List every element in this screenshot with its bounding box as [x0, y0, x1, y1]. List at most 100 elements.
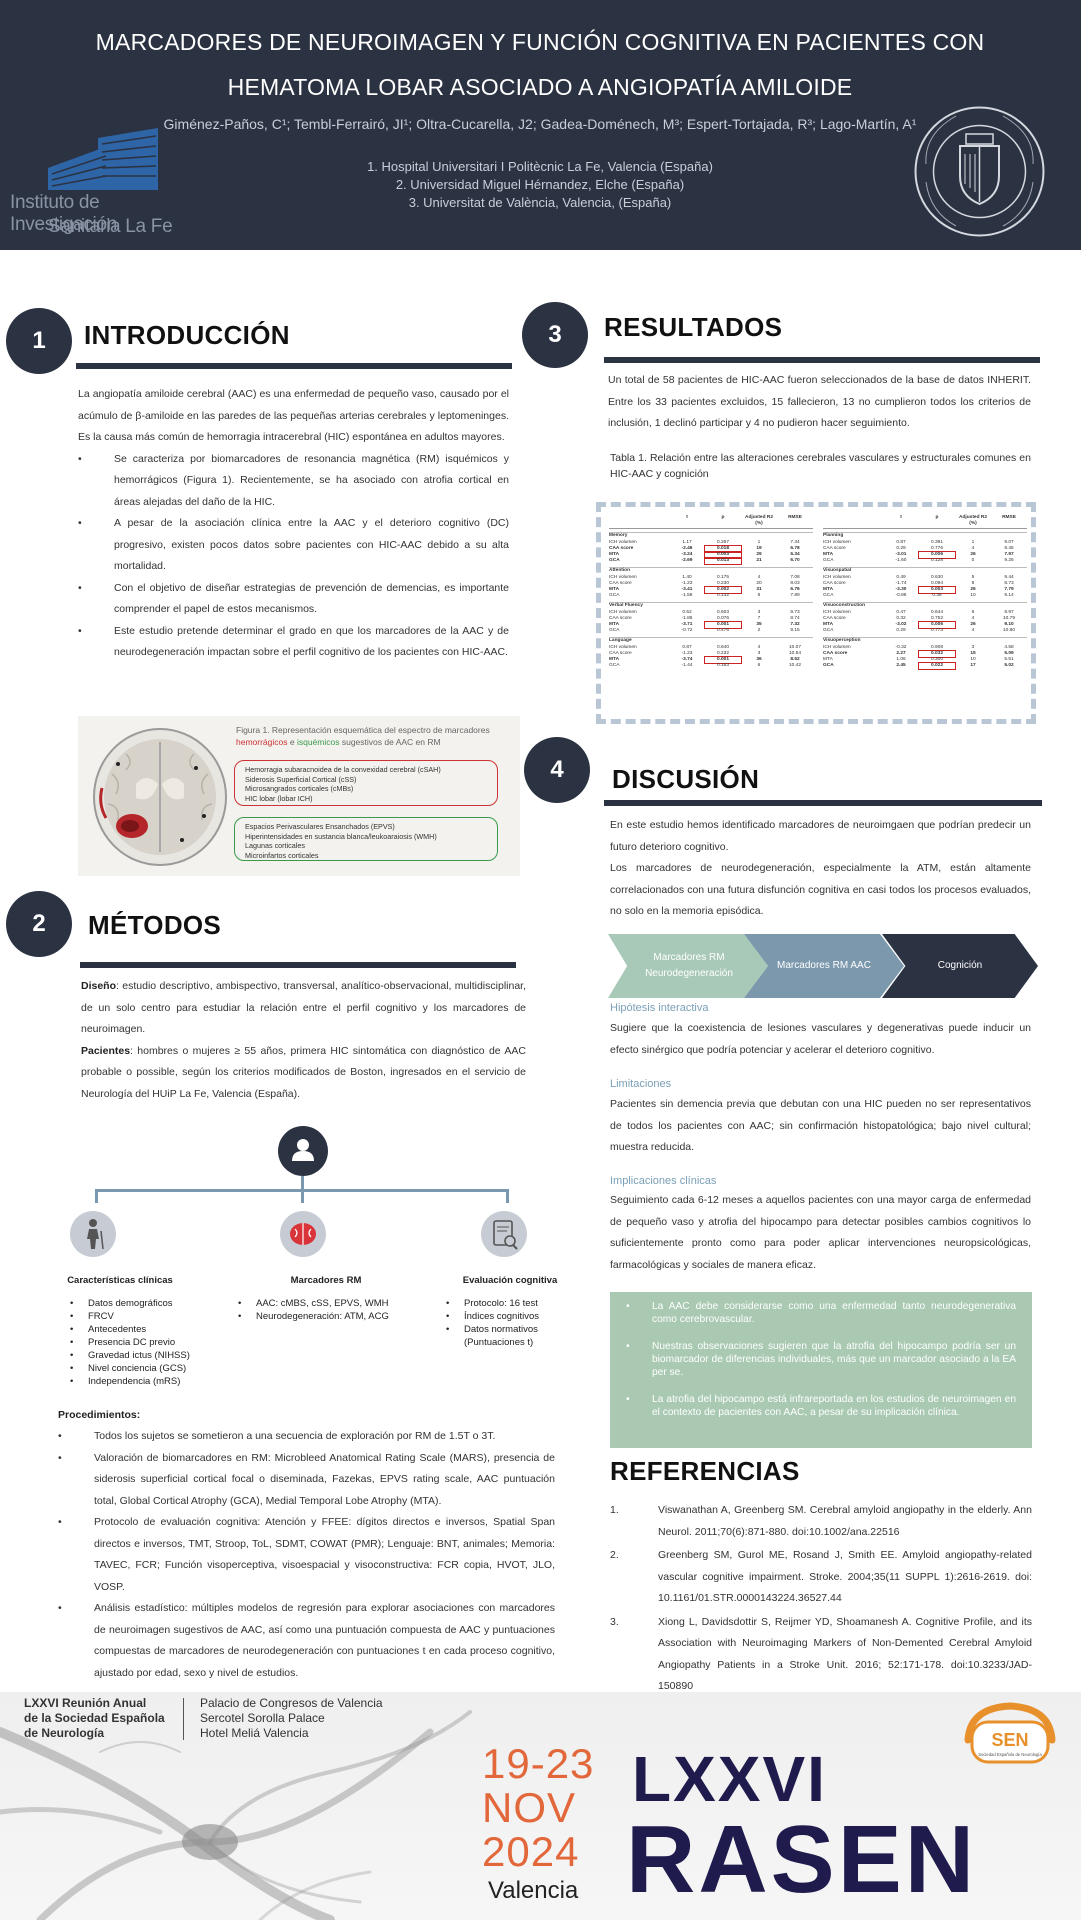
table-cell: 7.32 — [790, 622, 800, 628]
table-cell: -3.02 — [895, 622, 907, 628]
table-cell: 15 — [970, 650, 976, 656]
table-header-cell — [823, 515, 883, 527]
affiliation-1: 1. Hospital Universitari I Politècnic La… — [367, 159, 713, 174]
brain-icon — [280, 1211, 326, 1257]
cognitive-item: Datos normativos (Puntuaciones t) — [446, 1323, 576, 1349]
table-cell: -1.23 — [681, 650, 693, 656]
sen-logo-text: SEN — [991, 1730, 1028, 1750]
table-cell: 0.29 — [896, 628, 906, 634]
table-cell: 5 — [971, 574, 975, 580]
reference-number: 2. — [610, 1549, 619, 1561]
limitations-title: Limitaciones — [610, 1078, 672, 1090]
table-cell: 9.14 — [1004, 593, 1014, 599]
poster-title: MARCADORES DE NEUROIMAGEN Y FUNCIÓN COGN… — [40, 20, 1040, 110]
cognitive-item: Índices cognitivos — [446, 1310, 576, 1323]
table-cell: 35 — [756, 622, 762, 628]
title-line-2: HEMATOMA LOBAR ASOCIADO A ANGIOPATÍA AMI… — [227, 74, 853, 100]
neuron-background-icon — [0, 1710, 472, 1920]
event-city: Valencia — [488, 1877, 579, 1904]
intro-bullet: Se caracteriza por biomarcadores de reso… — [78, 449, 509, 514]
hemorrhagic-markers-box: Hemorragia subaracnoidea de la convexida… — [234, 760, 498, 806]
table-group-label: Visuoconstruction — [823, 602, 1027, 609]
conclusions-list: La AAC debe considerarse como una enferm… — [610, 1292, 1032, 1419]
table-cell: 17 — [970, 663, 976, 669]
table-header-cell: Adjusted R2 (%) — [959, 515, 987, 527]
table-cell: -1.44 — [681, 663, 693, 669]
table-cell: 0.908 — [930, 644, 943, 650]
table-cell: 3 — [971, 644, 975, 650]
table-cell: MTA — [823, 552, 834, 558]
institute-logo: Instituto de Investigación Sanitaria La … — [6, 128, 196, 240]
procedures-list: Todos los sujetos se sometieron a una se… — [58, 1426, 555, 1684]
table-cell: MTA — [823, 657, 833, 663]
org-line: LXXVI Reunión Anual — [24, 1696, 147, 1710]
section-bar-methods — [80, 962, 516, 968]
table-cell: 7.79 — [1004, 587, 1014, 593]
table-cell: 7.08 — [790, 574, 800, 580]
table-group-label: Planning — [823, 532, 1027, 539]
table-cell: MTA — [609, 587, 620, 593]
table-header-cell: t — [686, 515, 688, 520]
table-cell: 10.54 — [788, 650, 801, 656]
table-cell: 3 — [757, 650, 761, 656]
section-title-results: RESULTADOS — [604, 312, 783, 342]
table-cell: 0.38 — [932, 593, 942, 599]
table-group-label: Verbal Fluency — [609, 602, 813, 609]
table-header-cell: RMSE — [1002, 515, 1016, 520]
brain-mri-icon — [93, 728, 227, 866]
marker-item: Siderosis Superficial Cortical (cSS) — [245, 774, 357, 784]
table-cell: 10 — [970, 593, 976, 599]
intro-bullets: Se caracteriza por biomarcadores de reso… — [78, 449, 509, 664]
reference-number: 3. — [610, 1615, 619, 1628]
table-cell: 26 — [970, 587, 976, 593]
implications-text: Seguimiento cada 6-12 meses a aquellos p… — [610, 1194, 1031, 1271]
table-cell: ICH volumen — [823, 539, 851, 545]
table-cell: MTA — [609, 657, 620, 663]
clinical-item: Independencia (mRS) — [70, 1375, 230, 1388]
table-cell: GCA — [823, 663, 834, 669]
table-cell: 0.163 — [716, 663, 729, 669]
discussion-body: En este estudio hemos identificado marca… — [610, 815, 1031, 923]
venue-line: Sercotel Sorolla Palace — [200, 1711, 325, 1725]
table-cell: 21 — [756, 558, 762, 564]
organization-name: LXXVI Reunión Anual de la Sociedad Españ… — [24, 1696, 165, 1741]
table-cell: 0.006 — [918, 621, 956, 630]
table-cell: 1.06 — [896, 657, 906, 663]
table-cell: 9.07 — [1004, 539, 1014, 545]
caption-part: sugestivos de AAC en RM — [339, 737, 441, 747]
tree-connector — [95, 1189, 98, 1203]
chevron-aac: Marcadores RM AAC — [744, 934, 904, 998]
clinical-item: Gravedad ictus (NIHSS) — [70, 1349, 230, 1362]
procedure-item: Valoración de biomarcadores en RM: Micro… — [58, 1448, 555, 1513]
table-cell: -3.01 — [895, 552, 907, 558]
sen-logo: SEN Sociedad Española de Neurología — [960, 1700, 1060, 1770]
table-cell: 10.42 — [788, 663, 801, 669]
table-cell: -1.23 — [681, 580, 693, 586]
table-cell: 8.73 — [1004, 580, 1014, 586]
tree-connector — [301, 1176, 304, 1191]
table-cell: 9.15 — [790, 628, 800, 634]
table-cell: 0.52 — [682, 609, 692, 615]
table-cell: 36 — [756, 657, 762, 663]
clinical-item: Presencia DC previo — [70, 1336, 230, 1349]
table-cell: 0.003 — [918, 585, 956, 595]
affiliation-2: 2. Universidad Miguel Hérnandez, Elche (… — [395, 177, 685, 192]
table-cell: 0.128 — [930, 558, 943, 564]
section-bar-results — [604, 357, 1040, 363]
table-cell: 0.630 — [930, 574, 943, 580]
limitations-text: Pacientes sin demencia previa que debuta… — [610, 1098, 1031, 1153]
marker-item: Microsangrados corticales (cMBs) — [245, 784, 354, 793]
